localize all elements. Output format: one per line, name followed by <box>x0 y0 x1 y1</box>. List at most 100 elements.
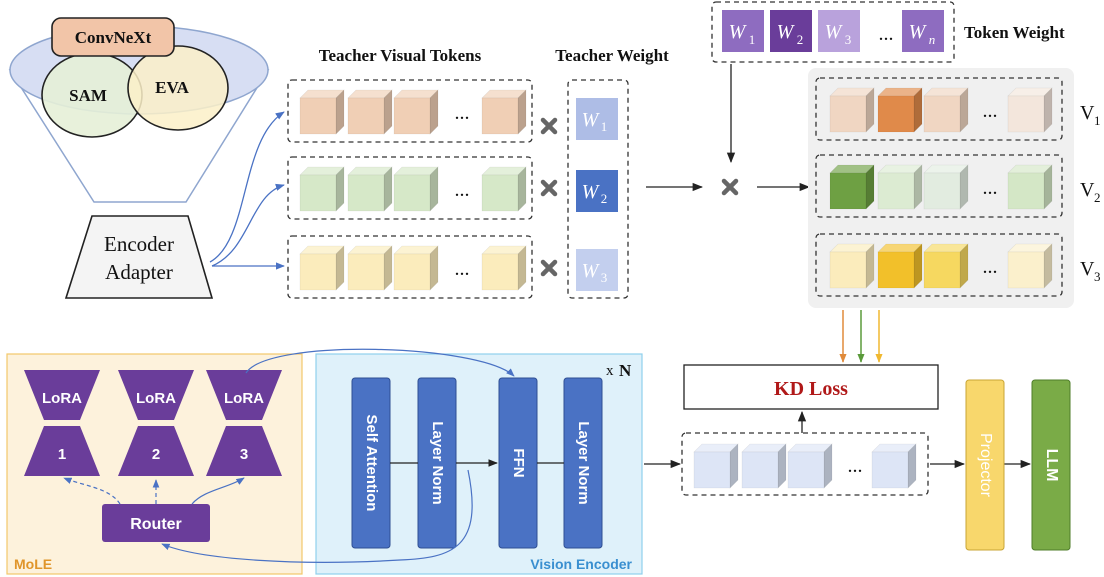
student-token-4 <box>871 443 917 489</box>
adapter-line2: Adapter <box>105 260 173 284</box>
teacher-token-r1-c4 <box>481 89 527 135</box>
teacher-row-2-box <box>287 156 533 220</box>
teacher-weight-w2 <box>576 170 618 212</box>
teacher-weight-w1-sub: 1 <box>601 119 608 134</box>
teacher-token-r3-c2 <box>347 245 393 291</box>
student-cubes <box>693 443 917 489</box>
multiply-icon-3 <box>540 259 558 277</box>
repeat-prefix: x <box>606 363 614 379</box>
lora-expert-1-number: 1 <box>58 446 66 463</box>
token-weight-square-2 <box>770 10 812 52</box>
token-weight-square-1-label: W <box>729 21 748 43</box>
fused-token-r3-c3 <box>923 243 969 289</box>
lora-expert-1-label: LoRA <box>42 390 82 407</box>
ffn-label: FFN <box>510 448 527 477</box>
llm-label: LLM <box>1043 449 1060 482</box>
fused-token-r1-c3 <box>923 87 969 133</box>
teacher-weight-w2-sub: 2 <box>601 191 608 206</box>
teacher-weight-w3-label: W <box>582 260 601 282</box>
student-tokens-box <box>681 432 929 496</box>
teacher-token-r1-c1 <box>299 89 345 135</box>
fused-token-r2-c4 <box>1007 164 1053 210</box>
eva-encoder <box>127 45 229 131</box>
fused-token-r3-c4 <box>1007 243 1053 289</box>
token-weight-square-4-label: W <box>909 21 928 43</box>
eva-label: EVA <box>155 78 189 97</box>
self-attention-label: Self Attention <box>363 415 380 512</box>
fused-token-r2-c3 <box>923 164 969 210</box>
convnext-label: ConvNeXt <box>75 28 152 47</box>
teacher-row-1-ellipsis: ... <box>455 102 470 124</box>
fused-token-r1-c4 <box>1007 87 1053 133</box>
student-token-3 <box>787 443 833 489</box>
sam-label: SAM <box>69 86 107 105</box>
lora-expert-3: LoRA 3 <box>206 370 282 476</box>
teacher-token-r1-c3 <box>393 89 439 135</box>
fused-token-r1-c1 <box>829 87 875 133</box>
lora-expert-3-number: 3 <box>240 446 248 463</box>
teacher-weight-w1 <box>576 98 618 140</box>
teacher-token-r3-c1 <box>299 245 345 291</box>
mole-label: MoLE <box>14 556 52 572</box>
lora-to-ffn-arrow <box>245 348 515 377</box>
token-weight-square-1-sub: 1 <box>749 32 756 47</box>
multiply-icon-2 <box>540 179 558 197</box>
token-weight-ellipsis: ... <box>879 23 894 45</box>
layer-norm-label-1: Layer Norm <box>429 421 446 504</box>
token-weight-square-2-label: W <box>777 21 796 43</box>
fused-token-r2-c1 <box>829 164 875 210</box>
lora-expert-3-label: LoRA <box>224 390 264 407</box>
fused-token-r1-c2 <box>877 87 923 133</box>
student-token-1 <box>693 443 739 489</box>
fused-token-r3-c1 <box>829 243 875 289</box>
teacher-token-r2-c3 <box>393 166 439 212</box>
teacher-tokens-title: Teacher Visual Tokens <box>319 46 482 65</box>
token-weight-square-2-sub: 2 <box>797 32 804 47</box>
teacher-token-r3-c4 <box>481 245 527 291</box>
teacher-token-r1-c2 <box>347 89 393 135</box>
student-token-2 <box>741 443 787 489</box>
v2-label: V <box>1080 179 1095 201</box>
ln-to-router-arrow <box>161 469 473 563</box>
llm-block <box>1031 379 1071 551</box>
center-multiply-icon <box>721 178 739 196</box>
fused-token-r2-c2 <box>877 164 923 210</box>
teacher-cubes <box>299 89 527 291</box>
token-weight-box <box>711 1 955 63</box>
teacher-token-r2-c1 <box>299 166 345 212</box>
encoder-adapter: Encoder Adapter <box>64 215 214 299</box>
fused-row-3-box <box>815 233 1063 297</box>
projector-block <box>965 379 1005 551</box>
kd-loss-box <box>683 364 939 410</box>
teacher-token-r3-c3 <box>393 245 439 291</box>
fused-row-3-ellipsis: ... <box>983 256 998 278</box>
teacher-token-r2-c4 <box>481 166 527 212</box>
token-weight-square-1 <box>722 10 764 52</box>
teacher-row-1-box <box>287 79 533 143</box>
teacher-weight-column <box>567 79 629 299</box>
teacher-weight-w3-sub: 3 <box>601 270 608 285</box>
token-weight-title: Token Weight <box>964 23 1065 42</box>
fused-token-r3-c2 <box>877 243 923 289</box>
teacher-token-r2-c2 <box>347 166 393 212</box>
token-weight-square-3-sub: 3 <box>845 32 852 47</box>
convnext-encoder <box>51 17 175 57</box>
teacher-row-3-ellipsis: ... <box>455 258 470 280</box>
teacher-row-3-box <box>287 235 533 299</box>
multiply-icons <box>540 117 558 277</box>
teacher-weight-w2-label: W <box>582 181 601 203</box>
router-arrows <box>63 477 245 505</box>
token-weight-square-3 <box>818 10 860 52</box>
multiply-icon-1 <box>540 117 558 135</box>
teacher-weight-w1-label: W <box>582 109 601 131</box>
fused-row-1-ellipsis: ... <box>983 100 998 122</box>
projector-label: Projector <box>977 433 994 498</box>
lora-expert-2-label: LoRA <box>136 390 176 407</box>
student-ellipsis: ... <box>848 455 863 477</box>
v3-label: V <box>1080 258 1095 280</box>
vision-encoder-label: Vision Encoder <box>530 556 632 572</box>
token-weight-square-4-sub: n <box>929 32 936 47</box>
